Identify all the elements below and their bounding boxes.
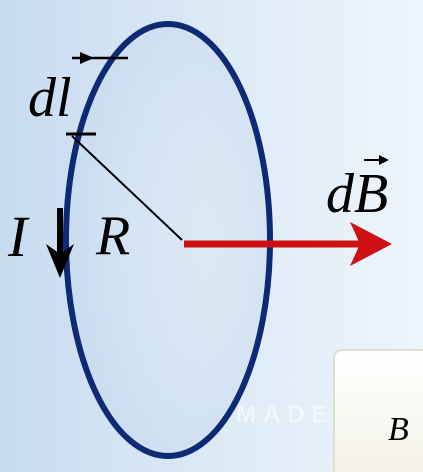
- watermark-text: MADE: [236, 401, 335, 428]
- current-label: I: [7, 204, 30, 269]
- dl-vector-arrowhead: [80, 52, 94, 64]
- radius-label: R: [95, 205, 130, 267]
- panel-text: B: [388, 411, 409, 448]
- current-arrow-head: [46, 244, 74, 278]
- overlay-panel: [333, 349, 423, 472]
- dl-label: dl: [28, 67, 72, 129]
- loop-interior: [66, 24, 270, 456]
- db-label: dB: [326, 163, 388, 225]
- radius-line: [71, 135, 183, 241]
- field-arrow-head: [350, 222, 392, 266]
- db-vector-arrowhead: [379, 155, 389, 165]
- current-loop: [63, 21, 273, 459]
